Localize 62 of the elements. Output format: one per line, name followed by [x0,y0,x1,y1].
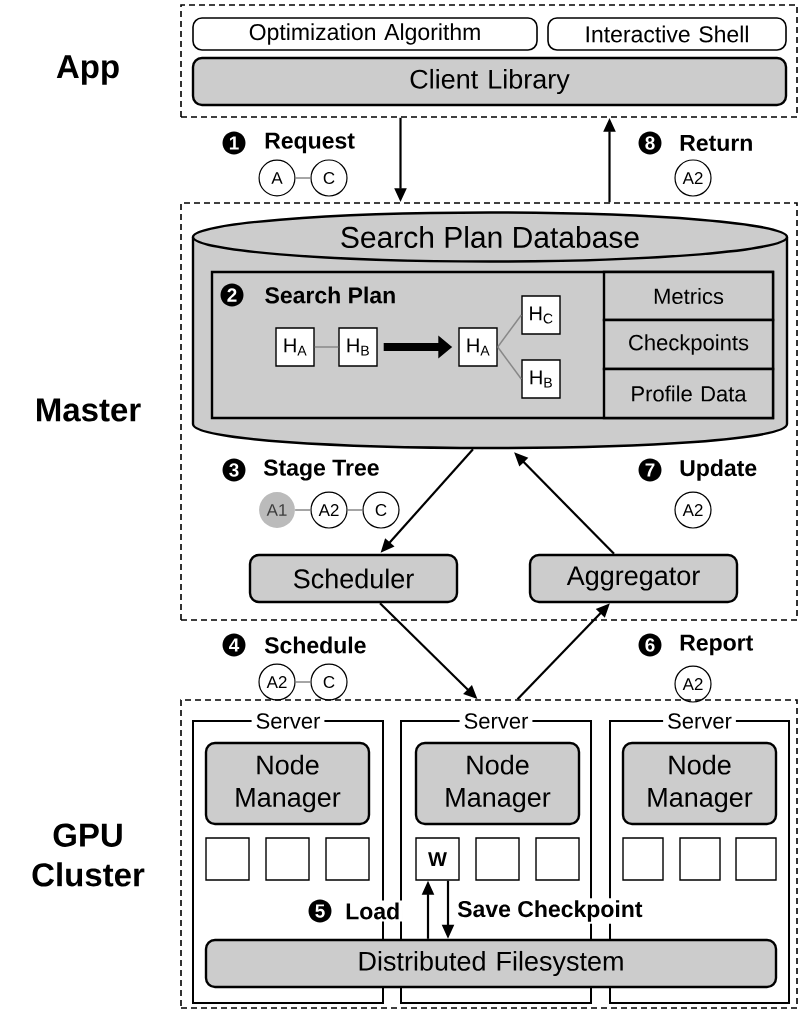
table-cell: Checkpoints [602,318,775,371]
worker-slot [325,837,370,881]
connector-line [496,314,523,348]
stage-token: A1 [259,492,295,528]
worker-slot [679,837,721,881]
component-box: Client Library [191,56,788,107]
connector-line [294,681,312,683]
stage-token: A2 [310,491,348,529]
component-box: Node Manager [621,741,778,826]
band-heading: App [56,55,119,85]
table-cell: Metrics [602,270,775,322]
component-box: Distributed Filesystem [204,938,778,989]
edge-label: Return [677,133,756,154]
connector-line [313,346,340,348]
worker-slot [622,837,664,881]
edge-label: Stage Tree [261,457,382,483]
step-number: 1 [222,131,246,155]
hypothesis-box: H$_{A}$ [458,327,498,367]
component-box: Interactive Shell [547,17,787,51]
step-number: 2 [220,283,244,307]
step-number: 3 [222,458,246,482]
edge-label: Request [262,130,357,156]
component-box: Aggregator [528,553,739,604]
stage-token: A [258,159,296,197]
connector-line [496,346,523,380]
step-number: 4 [222,633,246,657]
component-box: Node Manager [414,741,581,826]
edge-label: Report [677,632,756,658]
worker-slot [205,837,250,881]
step-number: 5 [308,899,332,923]
edge-label: Save Checkpoint [455,898,645,924]
edge-label: Update [677,457,760,483]
edge-label: Load [343,900,403,922]
hypothesis-box: H$_{B}$ [521,359,561,399]
hypothesis-box: H$_{A}$ [275,327,315,367]
worker-slot [735,837,777,881]
component-box: Scheduler [248,553,459,604]
stage-token: A2 [258,663,296,701]
band-heading: Master [37,398,141,422]
stage-token: C [310,159,348,197]
stage-token: A2 [674,491,712,529]
edge-label: Schedule [262,634,369,656]
hypothesis-box: H$_{B}$ [338,327,378,367]
worker-slot: W [415,837,460,881]
worker-slot [535,837,580,881]
worker-slot [475,837,520,881]
step-number: 6 [638,633,662,657]
stage-token: C [310,663,348,701]
band-heading: GPU Cluster [32,823,145,887]
stage-token: A2 [674,665,712,703]
component-box: Optimization Algorithm [192,17,538,51]
hypothesis-box: H$_{C}$ [521,295,561,335]
step-number: 7 [638,458,662,482]
component-box: Node Manager [204,741,371,826]
step-number: 8 [638,131,662,155]
stage-token: A2 [674,159,712,197]
stage-token: C [362,491,400,529]
table-cell: Profile Data [602,367,775,420]
connector-line [346,509,364,511]
connector-line [294,177,312,179]
worker-slot [265,837,310,881]
connector-line [294,509,312,511]
